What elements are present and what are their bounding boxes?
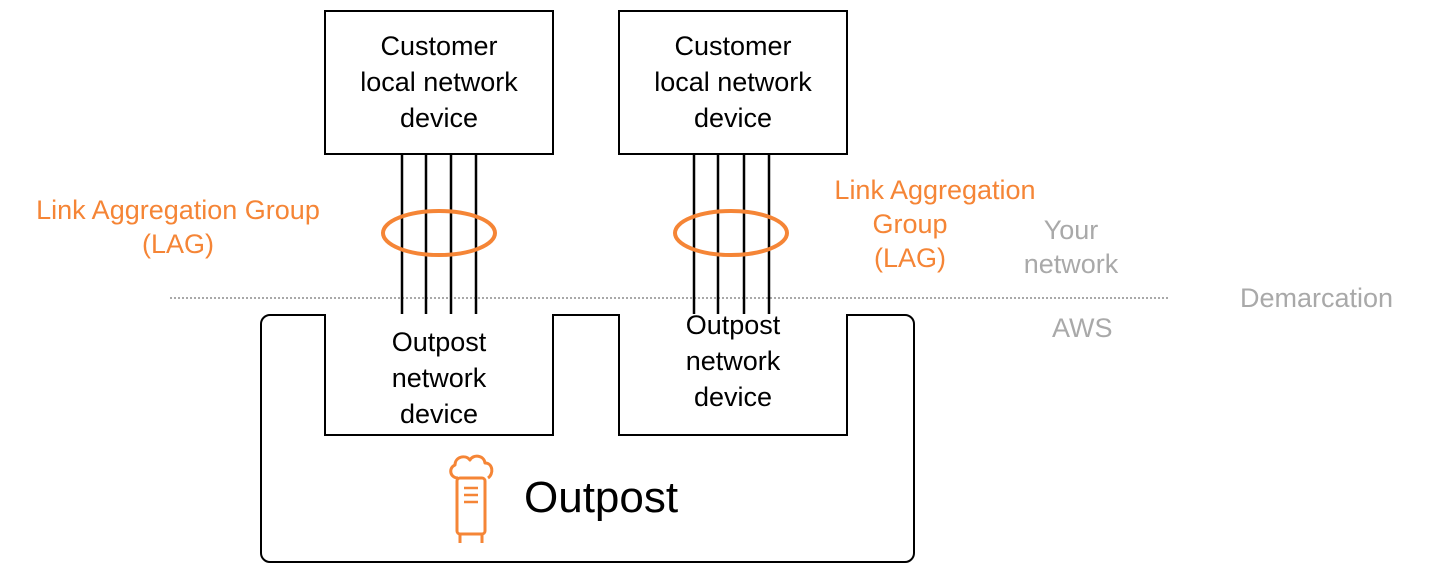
customer-local-network-device-2: Customer local network device bbox=[618, 10, 848, 155]
outpost-device-1-line-3: device bbox=[399, 399, 479, 429]
lag-left-line-2: (LAG) bbox=[141, 229, 214, 259]
lag-right-line-2: Group bbox=[872, 209, 948, 239]
your-network-line-2: network bbox=[1023, 249, 1119, 279]
lag-left-label: Link Aggregation Group (LAG) bbox=[10, 193, 346, 261]
customer-device-2-line-1: Customer bbox=[674, 31, 792, 61]
outpost-device-2-line-3: device bbox=[693, 382, 773, 412]
customer-device-1-line-3: device bbox=[399, 103, 479, 133]
customer-local-network-device-1: Customer local network device bbox=[324, 10, 554, 155]
outpost-rack-cloud-icon bbox=[449, 454, 494, 543]
lag-right-label: Link Aggregation Group (LAG) bbox=[815, 173, 1055, 275]
outpost-network-device-1: Outpost network device bbox=[324, 314, 554, 436]
lag-right-ellipse bbox=[673, 209, 789, 257]
lag-right-line-1: Link Aggregation bbox=[834, 175, 1036, 205]
lag-left-ellipse bbox=[381, 209, 497, 257]
demarcation-label: Demarcation bbox=[1240, 283, 1394, 313]
outpost-title: Outpost bbox=[524, 473, 679, 522]
your-network-line-1: Your bbox=[1043, 215, 1099, 245]
customer-device-2-line-2: local network bbox=[654, 67, 812, 97]
your-network-label: Your network bbox=[1010, 213, 1132, 281]
lag-right-line-3: (LAG) bbox=[873, 243, 946, 273]
outpost-device-1-line-1: Outpost bbox=[391, 327, 487, 357]
aws-label: AWS bbox=[1052, 313, 1113, 343]
outpost-network-device-2: Outpost network device bbox=[618, 314, 848, 436]
lag-left-line-1: Link Aggregation Group bbox=[36, 195, 320, 225]
customer-device-1-line-1: Customer bbox=[380, 31, 498, 61]
customer-device-2-line-3: device bbox=[693, 103, 773, 133]
outpost-device-2-line-2: network bbox=[685, 346, 781, 376]
outpost-device-1-line-2: network bbox=[391, 363, 487, 393]
outpost-device-2-line-1: Outpost bbox=[685, 314, 781, 340]
customer-device-1-line-2: local network bbox=[360, 67, 518, 97]
